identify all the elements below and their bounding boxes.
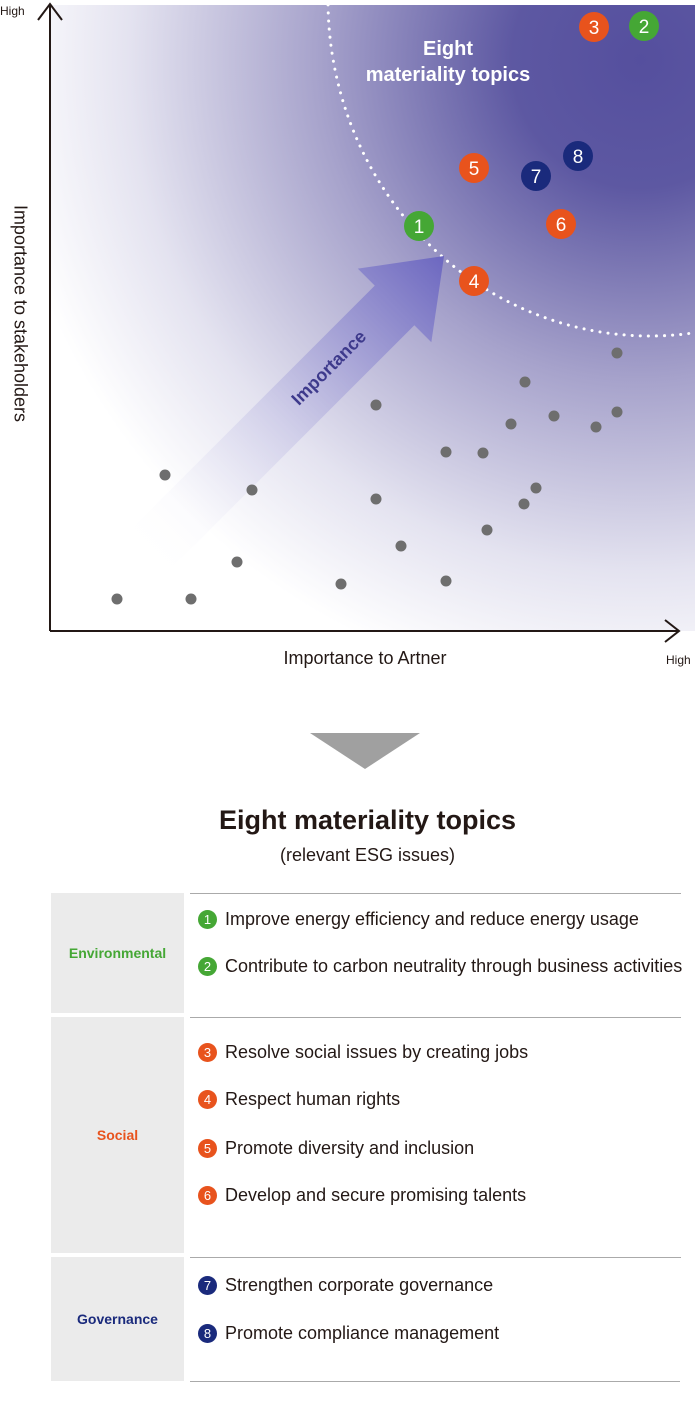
group-label: Governance — [51, 1257, 184, 1381]
group-items: 1 Improve energy efficiency and reduce en… — [190, 893, 682, 1013]
topic-marker-3: 3 — [579, 12, 609, 42]
issue-dot — [335, 578, 347, 590]
list-item: 5 Promote diversity and inclusion — [198, 1138, 474, 1159]
issue-dot — [111, 593, 123, 605]
issue-dot — [231, 556, 243, 568]
group-environmental: Environmental 1 Improve energy efficiency … — [51, 893, 682, 1013]
topic-marker-7: 7 — [521, 161, 551, 191]
group-governance: Governance 7 Strengthen corporate governan… — [51, 1257, 681, 1381]
issue-dot — [370, 399, 382, 411]
issue-dot — [611, 347, 623, 359]
issue-dot — [505, 418, 517, 430]
group-items: 3 Resolve social issues by creating jobs 4… — [190, 1017, 681, 1253]
down-arrow-icon — [310, 733, 420, 769]
list-item: 2 Contribute to carbon neutrality through… — [198, 956, 682, 977]
issue-dot — [395, 540, 407, 552]
topic-marker-2: 2 — [629, 11, 659, 41]
issue-dot — [481, 524, 493, 536]
region-label-line2: materiality topics — [366, 64, 531, 86]
issue-dot — [548, 410, 560, 422]
group-label: Environmental — [51, 893, 184, 1013]
svg-text:1: 1 — [414, 217, 425, 238]
topic-number-badge: 4 — [198, 1090, 217, 1109]
group-social: Social 3 Resolve social issues by creating… — [51, 1017, 681, 1253]
svg-text:4: 4 — [469, 272, 480, 293]
group-items: 7 Strengthen corporate governance 8 Promote… — [190, 1257, 681, 1381]
region-label-line1: Eight — [423, 38, 473, 60]
topic-text: Develop and secure promising talents — [225, 1185, 527, 1205]
topic-text: Respect human rights — [225, 1089, 401, 1109]
svg-text:3: 3 — [589, 18, 600, 39]
topic-text: Promote diversity and inclusion — [225, 1138, 475, 1158]
svg-text:6: 6 — [556, 215, 567, 236]
issue-dot — [246, 484, 258, 496]
issue-dot — [519, 376, 531, 388]
y-axis-high-label: High — [0, 4, 25, 18]
issue-dot — [590, 421, 602, 433]
list-item: 8 Promote compliance management — [198, 1323, 499, 1344]
topic-text: Promote compliance management — [225, 1323, 500, 1343]
list-item: 7 Strengthen corporate governance — [198, 1275, 493, 1296]
topic-number-badge: 8 — [198, 1324, 217, 1343]
topic-markers: 1 2 3 4 5 6 7 8 — [404, 11, 659, 296]
list-item: 3 Resolve social issues by creating jobs — [198, 1042, 528, 1063]
issue-dot — [440, 446, 452, 458]
summary-title: Eight materiality topics — [218, 805, 517, 835]
svg-text:8: 8 — [573, 147, 584, 168]
importance-arrow — [120, 255, 445, 580]
issue-dot — [440, 575, 452, 587]
topic-text: Improve energy efficiency and reduce ene… — [225, 909, 639, 929]
topic-marker-6: 6 — [546, 209, 576, 239]
y-axis-label: Importance to stakeholders — [10, 204, 31, 423]
topic-text: Strengthen corporate governance — [225, 1275, 494, 1295]
topic-text: Resolve social issues by creating jobs — [225, 1042, 529, 1062]
list-item: 4 Respect human rights — [198, 1089, 400, 1110]
issue-dot — [370, 493, 382, 505]
svg-text:5: 5 — [469, 159, 480, 180]
x-axis-high-label: High — [666, 653, 691, 667]
x-axis-arrowhead — [664, 619, 681, 643]
topic-marker-8: 8 — [563, 141, 593, 171]
issue-dot — [159, 469, 171, 481]
issue-dot — [477, 447, 489, 459]
issue-dot — [611, 406, 623, 418]
topic-number-badge: 7 — [198, 1276, 217, 1295]
group-label: Social — [51, 1017, 184, 1253]
table-bottom-rule — [190, 1381, 680, 1382]
topic-number-badge: 6 — [198, 1186, 217, 1205]
summary-subtitle: (relevant ESG issues) — [279, 845, 456, 865]
topic-number-badge: 2 — [198, 957, 217, 976]
topic-marker-5: 5 — [459, 153, 489, 183]
topic-number-badge: 3 — [198, 1043, 217, 1062]
x-axis-label: Importance to Artner — [283, 648, 447, 668]
topic-number-badge: 1 — [198, 910, 217, 929]
other-issues — [111, 347, 623, 605]
topic-marker-1: 1 — [404, 211, 434, 241]
topic-marker-4: 4 — [459, 266, 489, 296]
issue-dot — [530, 482, 542, 494]
list-item: 1 Improve energy efficiency and reduce en… — [198, 909, 639, 930]
materiality-matrix: Importance Eight materiality topics 1234… — [37, 0, 695, 643]
list-item: 6 Develop and secure promising talents — [198, 1185, 526, 1206]
topic-number-badge: 5 — [198, 1139, 217, 1158]
issue-dot — [518, 498, 530, 510]
issue-dot — [185, 593, 197, 605]
svg-text:2: 2 — [639, 17, 650, 38]
topic-text: Contribute to carbon neutrality through … — [225, 956, 683, 976]
svg-text:7: 7 — [531, 167, 542, 188]
y-axis-arrowhead — [37, 2, 63, 21]
